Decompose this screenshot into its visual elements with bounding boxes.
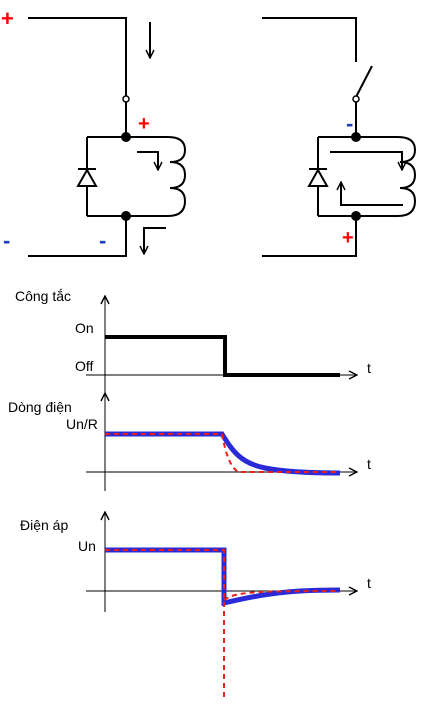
switch-blade-open [355,65,373,98]
switch-contact [122,95,130,103]
inductor-coil [397,136,417,217]
level-label: Un/R [66,416,98,432]
sign-coil-negative: - [99,228,106,253]
switch-state-chart: Công tắc On Off t [15,288,371,398]
t-axis-label: t [367,575,371,591]
voltage-chart: Điện áp Un t [20,512,371,700]
wire-bottom [262,216,357,257]
t-axis-label: t [367,456,371,472]
sign-supply-negative: - [3,228,10,253]
sign-coil-positive: + [342,227,354,249]
sign-supply-positive: + [1,6,14,31]
diode-icon [307,167,329,187]
circuit-switch-off [262,17,417,257]
freewheel-current-loop [330,151,402,170]
wire-top [262,17,357,62]
wire-bottom-left [28,216,127,257]
junction-node [121,211,131,221]
voltage-trace-with-diode [105,547,341,607]
sign-coil-negative: - [346,111,353,136]
inductor-coil [167,136,187,217]
chart-title: Điện áp [20,517,68,533]
chart-title: Dòng điện [8,399,72,415]
switch-contact [352,95,360,103]
current-arrow-coil [137,151,158,170]
chart-title: Công tắc [15,288,71,304]
t-axis-label: t [367,360,371,376]
junction-node [121,132,131,142]
off-label: Off [75,358,94,374]
wire-top-left [28,17,127,62]
current-trace-without-diode [105,433,340,473]
current-chart: Dòng điện Un/R t [8,393,371,491]
junction-node [351,132,361,142]
current-arrow-bottom [144,227,166,254]
on-label: On [75,320,94,336]
freewheel-current-return [341,182,403,206]
switch-trace [105,335,340,377]
level-label: Un [78,538,96,554]
voltage-trace-without-diode [105,549,341,700]
junction-node [351,211,361,221]
diode-icon [76,167,98,187]
current-trace-with-diode [105,431,341,476]
circuit-switch-on [28,17,187,257]
sign-coil-positive: + [138,113,150,135]
